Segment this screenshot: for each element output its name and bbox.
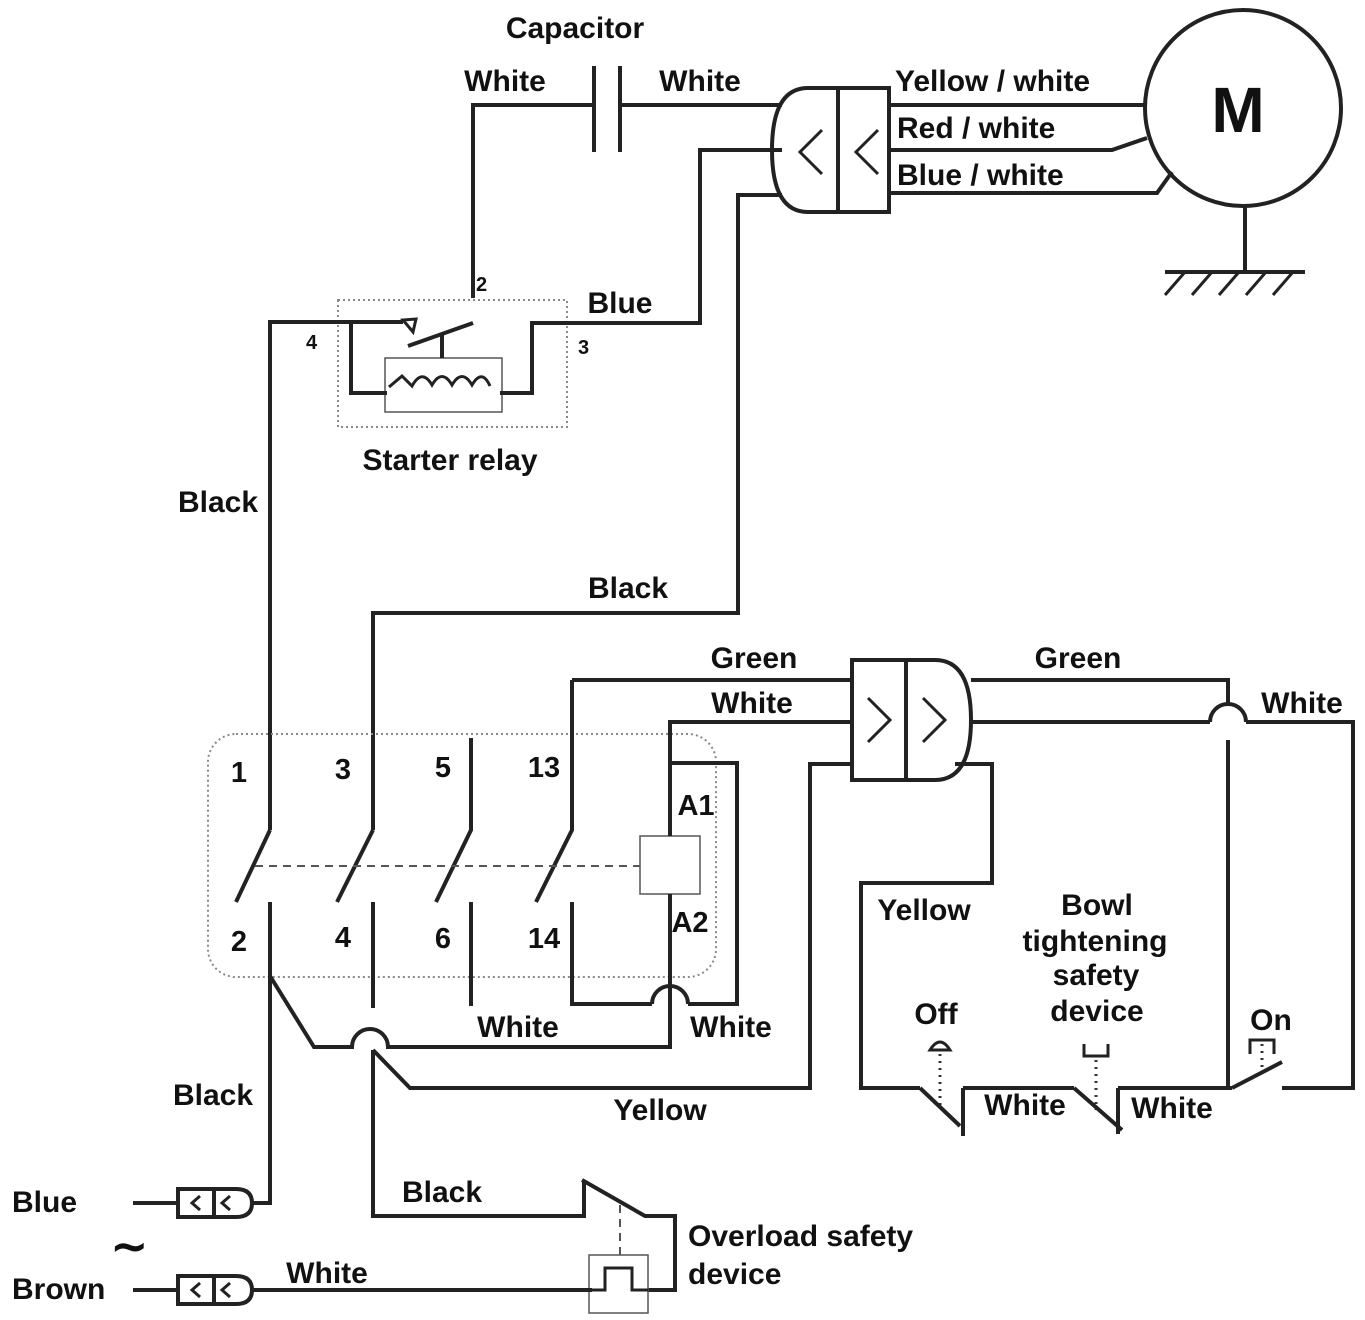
supply-blue-label: Blue xyxy=(12,1186,77,1219)
wire-label-black-overload: Black xyxy=(402,1176,482,1209)
off-switch: Off xyxy=(914,998,965,1136)
overload-label-2: device xyxy=(688,1258,781,1291)
contactor-terminal-13: 13 xyxy=(528,752,560,784)
relay-terminal-4: 4 xyxy=(306,332,318,354)
wire-green-right xyxy=(971,678,1230,705)
coil-a2: A2 xyxy=(671,907,708,939)
wire-yellow-switch xyxy=(859,762,994,1090)
wire-black-mid xyxy=(371,193,782,830)
wire-label-yellow-bottom: Yellow xyxy=(613,1094,707,1127)
control-connector xyxy=(850,658,974,782)
wire-label-white-off-bowl: White xyxy=(984,1089,1066,1122)
bowl-label-4: device xyxy=(1050,995,1143,1028)
contactor-terminal-2: 2 xyxy=(231,926,247,958)
supply-brown-label: Brown xyxy=(12,1273,105,1306)
ac-symbol: ~ xyxy=(110,1219,149,1273)
wire-green-on-switch xyxy=(1226,740,1232,1090)
wire-label-green-right: Green xyxy=(1035,642,1122,675)
capacitor-label: Capacitor xyxy=(506,12,645,45)
bowl-label-1: Bowl xyxy=(1061,889,1133,922)
motor-connector xyxy=(769,86,891,214)
contactor-terminal-6: 6 xyxy=(435,923,451,955)
wire-label-black-mid: Black xyxy=(588,572,668,605)
on-switch: On xyxy=(1231,1004,1292,1090)
supply-brown-connector xyxy=(133,1274,592,1306)
wire-relay-blue xyxy=(568,148,782,325)
wire-white-contactor-6 xyxy=(268,974,672,1049)
wire-label-white-brown: White xyxy=(286,1257,368,1290)
wire-label-black-left: Black xyxy=(178,486,258,519)
coil-a1: A1 xyxy=(677,790,714,822)
wire-white-left xyxy=(668,720,852,760)
wire-label-white-right: White xyxy=(1261,687,1343,720)
supply-blue-connector xyxy=(133,1187,272,1219)
wire-label-white-left: White xyxy=(711,687,793,720)
wire-red-white xyxy=(889,136,1148,152)
wire-label-red-white: Red / white xyxy=(897,112,1055,145)
wire-white-right xyxy=(971,720,1355,1090)
wire-label-yellow-white: Yellow / white xyxy=(895,65,1090,98)
contactor-terminal-3: 3 xyxy=(335,754,351,786)
wire-label-relay-blue: Blue xyxy=(587,287,652,320)
wire-label-blue-white: Blue / white xyxy=(897,159,1064,192)
capacitor xyxy=(592,66,622,152)
contactor-terminal-4: 4 xyxy=(335,922,351,954)
wire-label-white-coil: White xyxy=(690,1011,772,1044)
starter-relay-label: Starter relay xyxy=(362,444,537,477)
off-label: Off xyxy=(914,998,958,1031)
wire-label-black-lower: Black xyxy=(173,1079,253,1112)
bowl-label-2: tightening xyxy=(1023,925,1168,958)
overload-safety-device xyxy=(371,1050,677,1314)
contactor-terminal-1: 1 xyxy=(231,757,247,789)
wire-blue-white xyxy=(889,170,1174,195)
wire-label-yellow-switch: Yellow xyxy=(877,894,971,927)
motor-symbol: M xyxy=(1211,74,1264,146)
wire-yellow-bottom xyxy=(371,762,852,1090)
contactor: 1 3 5 13 2 4 6 14 A1 A2 xyxy=(207,680,739,1193)
motor: M xyxy=(1143,8,1343,296)
relay-terminal-3: 3 xyxy=(578,337,589,359)
wire-label-cap-left: White xyxy=(464,65,546,98)
wire-label-white-bowl-on: White xyxy=(1131,1092,1213,1125)
contactor-terminal-5: 5 xyxy=(435,752,451,784)
wire-label-white-contactor-6: White xyxy=(477,1011,559,1044)
wire-crossover-right xyxy=(1208,702,1248,723)
wire-label-green-left: Green xyxy=(711,642,798,675)
contactor-terminal-14: 14 xyxy=(528,923,560,955)
wire-cap-left xyxy=(471,103,594,298)
wire-black-left xyxy=(268,320,403,830)
relay-terminal-2: 2 xyxy=(476,274,487,296)
starter-relay: 2 3 4 xyxy=(306,274,589,428)
wire-label-cap-right: White xyxy=(659,65,741,98)
bowl-label-3: safety xyxy=(1053,959,1140,992)
overload-label-1: Overload safety xyxy=(688,1220,913,1253)
on-label: On xyxy=(1250,1004,1292,1037)
bowl-safety-switch: Bowl tightening safety device xyxy=(1023,889,1168,1134)
